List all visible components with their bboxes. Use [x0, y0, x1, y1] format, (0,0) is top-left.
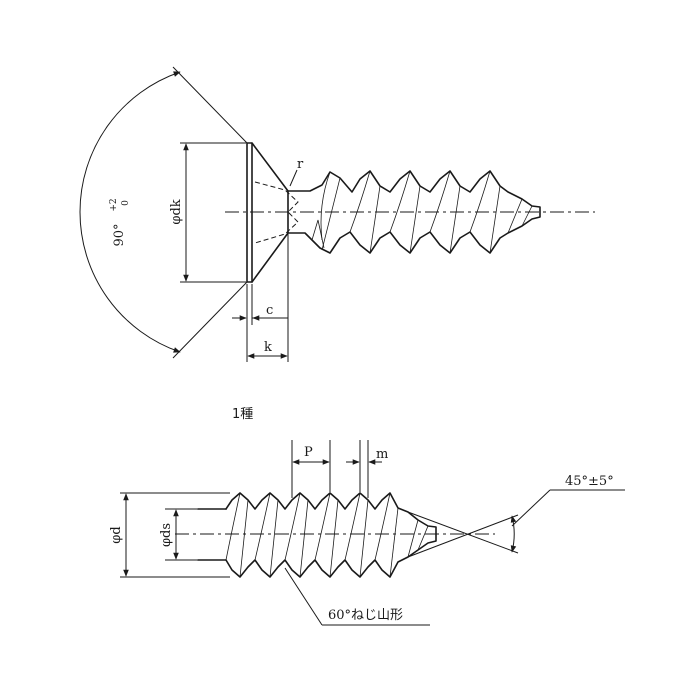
thread-detail-view: P m φd φds: [109, 440, 625, 626]
thread-outline-top: [287, 170, 541, 254]
type-label: 1種: [232, 406, 253, 422]
shank-diameter-dimension: φds: [159, 508, 198, 561]
ds-label: φds: [159, 523, 174, 547]
point-angle-label: 45°±5°: [565, 474, 614, 489]
pitch-label: P: [304, 445, 313, 460]
thread-flanks-bottom: [225, 492, 429, 578]
thread-profile-callout: 60°ねじ山形: [284, 567, 430, 626]
k-label: k: [264, 340, 272, 355]
crest-width-dimension: m: [346, 440, 388, 498]
thread-flanks-top: [311, 170, 533, 254]
thread-outline-bottom: [225, 492, 437, 578]
c-dimension: c: [232, 234, 289, 362]
r-label: r: [297, 157, 304, 172]
pitch-dimension: P: [291, 440, 331, 498]
screw-side-view: φdk r 90° +2 0 c: [79, 66, 595, 362]
svg-text:+2: +2: [109, 198, 119, 211]
dk-label: φdk: [169, 199, 184, 224]
point-angle-dimension: 45°±5°: [407, 474, 625, 558]
svg-text:0: 0: [121, 200, 131, 206]
major-diameter-dimension: φd: [109, 492, 230, 578]
countersunk-head: [246, 142, 289, 283]
head-angle-dimension: 90° +2 0: [79, 66, 248, 359]
thread-profile-label: 60°ねじ山形: [328, 608, 403, 623]
m-label: m: [376, 447, 388, 462]
k-dimension: k: [247, 340, 288, 359]
c-label: c: [266, 303, 273, 318]
d-label: φd: [109, 526, 124, 543]
dk-dimension: φdk: [169, 142, 246, 283]
angle-label: 90°: [112, 223, 127, 246]
r-callout: r: [289, 157, 304, 187]
